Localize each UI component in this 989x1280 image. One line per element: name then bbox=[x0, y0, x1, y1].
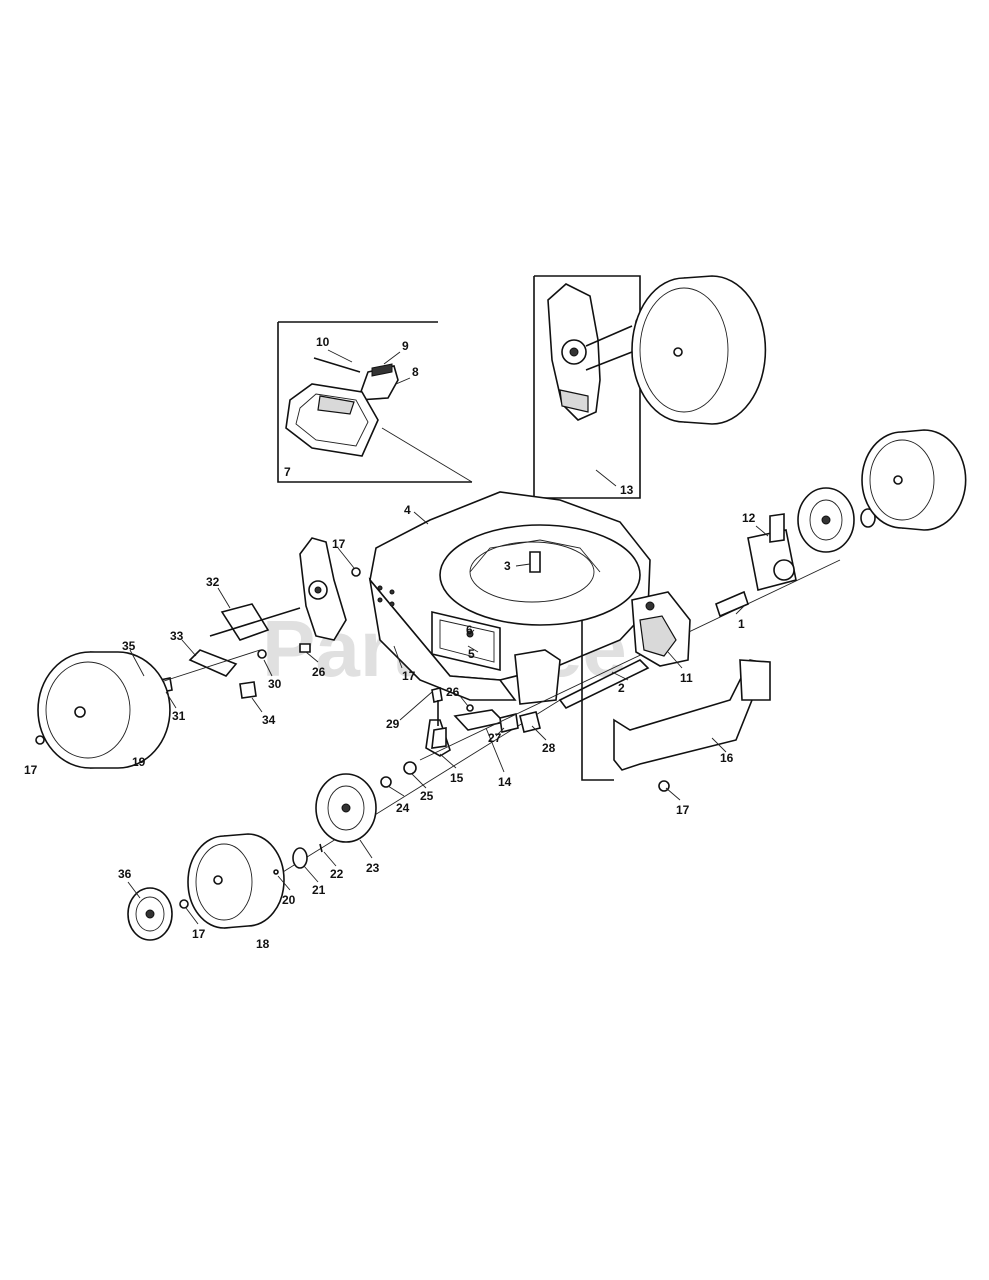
callout-20: 20 bbox=[282, 893, 296, 907]
bolt-part-26a bbox=[299, 643, 311, 653]
callout-13: 13 bbox=[620, 483, 634, 497]
left-height-adjuster bbox=[299, 537, 361, 653]
callout-labels: 10 9 8 7 13 4 3 6 5 17 32 33 35 31 34 30… bbox=[24, 335, 756, 951]
callout-3: 3 bbox=[504, 559, 511, 573]
callout-32: 32 bbox=[206, 575, 220, 589]
callout-15: 15 bbox=[450, 771, 464, 785]
callout-21: 21 bbox=[312, 883, 326, 897]
callout-7: 7 bbox=[284, 465, 291, 479]
tube-part-1 bbox=[715, 590, 749, 618]
callout-36: 36 bbox=[118, 867, 132, 881]
door-part-7 bbox=[285, 383, 379, 457]
mower-deck-part-4 bbox=[368, 491, 651, 705]
callout-1: 1 bbox=[738, 617, 745, 631]
callout-4: 4 bbox=[404, 503, 411, 517]
callout-29: 29 bbox=[386, 717, 400, 731]
callout-16: 16 bbox=[720, 751, 734, 765]
callout-10: 10 bbox=[316, 335, 330, 349]
callout-18: 18 bbox=[256, 937, 270, 951]
callout-5: 5 bbox=[468, 647, 475, 661]
inset-grass-bag-group bbox=[277, 321, 473, 483]
leader-lines bbox=[127, 349, 769, 925]
inset-height-adjuster-group bbox=[533, 275, 645, 499]
right-drive-assembly bbox=[419, 487, 876, 792]
callout-23: 23 bbox=[366, 861, 380, 875]
callout-30: 30 bbox=[268, 677, 282, 691]
callout-12: 12 bbox=[742, 511, 756, 525]
callout-24: 24 bbox=[396, 801, 410, 815]
callout-17-c: 17 bbox=[24, 763, 38, 777]
washer-part-24 bbox=[380, 776, 392, 788]
nut-part-30 bbox=[257, 649, 267, 659]
callout-31: 31 bbox=[172, 709, 186, 723]
bearing-part-28 bbox=[519, 711, 541, 733]
callout-17-e: 17 bbox=[192, 927, 206, 941]
callout-19: 19 bbox=[132, 755, 146, 769]
gear-part-21 bbox=[292, 847, 308, 869]
nut-part-17c bbox=[179, 899, 189, 909]
plate-part-33 bbox=[188, 649, 238, 677]
spring-part-9 bbox=[371, 363, 393, 377]
callout-27: 27 bbox=[488, 731, 502, 745]
label-part-5 bbox=[431, 610, 501, 672]
callout-28: 28 bbox=[542, 741, 556, 755]
front-left-axle-assembly bbox=[269, 687, 561, 881]
key-part-22 bbox=[319, 843, 323, 853]
callout-11: 11 bbox=[680, 671, 693, 685]
wheel-part-19 bbox=[35, 651, 171, 769]
rear-right-wheel bbox=[631, 275, 767, 425]
nut-part-17a bbox=[351, 567, 361, 577]
callout-22: 22 bbox=[330, 867, 344, 881]
front-left-wheel-group bbox=[127, 833, 323, 941]
callout-34: 34 bbox=[262, 713, 276, 727]
callout-26-b: 26 bbox=[446, 685, 460, 699]
spacer-part-34 bbox=[239, 681, 257, 699]
callout-17-b: 17 bbox=[402, 669, 416, 683]
callout-8: 8 bbox=[412, 365, 419, 379]
callout-17-a: 17 bbox=[332, 537, 346, 551]
nut-part-17b bbox=[35, 735, 45, 745]
bolt-part-26b bbox=[466, 704, 474, 712]
callout-33: 33 bbox=[170, 629, 184, 643]
callout-9: 9 bbox=[402, 339, 409, 353]
bracket-part-32 bbox=[220, 603, 270, 641]
pin-part-20 bbox=[273, 869, 279, 875]
bushing-part-27 bbox=[499, 713, 519, 733]
callout-26-a: 26 bbox=[312, 665, 326, 679]
washer-part-25 bbox=[403, 761, 417, 775]
grip-part-29 bbox=[431, 687, 443, 703]
rod-part-10 bbox=[313, 357, 361, 373]
callout-2: 2 bbox=[618, 681, 625, 695]
pin-part-3 bbox=[529, 551, 541, 573]
callout-35: 35 bbox=[122, 639, 136, 653]
front-right-wheel bbox=[861, 429, 967, 531]
callout-25: 25 bbox=[420, 789, 434, 803]
bracket-part-14 bbox=[453, 709, 506, 731]
callout-17-d: 17 bbox=[676, 803, 690, 817]
callout-14: 14 bbox=[498, 775, 512, 789]
callout-6: 6 bbox=[466, 623, 473, 637]
